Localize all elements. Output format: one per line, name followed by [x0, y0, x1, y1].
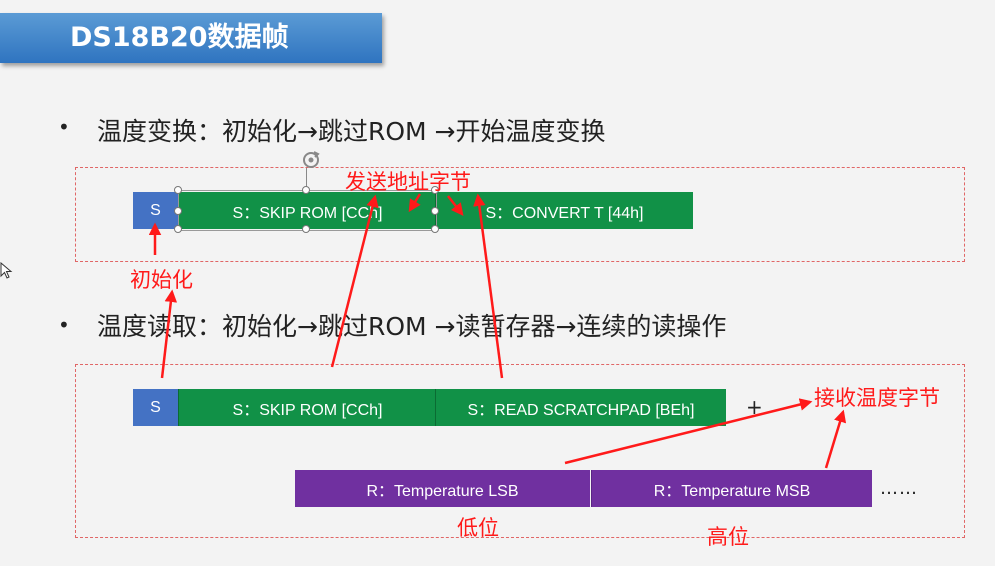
- resize-handle-n[interactable]: [302, 186, 310, 194]
- annotation-init: 初始化: [130, 268, 193, 292]
- arrow-lsb-to-receive: [564, 398, 813, 465]
- frame-temp-lsb: R：Temperature LSB: [295, 470, 590, 507]
- frame-read-scratchpad: S：READ SCRATCHPAD [BEh]: [435, 389, 726, 426]
- annotation-low: 低位: [457, 516, 499, 540]
- bullet-2-dot: •: [58, 313, 70, 337]
- resize-handle-s[interactable]: [302, 225, 310, 233]
- arrow-msb-to-receive: [824, 409, 847, 469]
- frame-start-2: S: [133, 389, 178, 426]
- bullet-1-dot: •: [58, 115, 70, 139]
- frame-convert-t: S：CONVERT T [44h]: [435, 192, 693, 229]
- rotate-stem: [306, 168, 307, 190]
- plus-sign: +: [746, 395, 763, 419]
- arrow-skip2-to-send: [330, 194, 379, 368]
- resize-handle-nw[interactable]: [174, 186, 182, 194]
- annotation-receive-temp: 接收温度字节: [814, 386, 940, 410]
- frame-skip-rom-2: S：SKIP ROM [CCh]: [178, 389, 436, 426]
- annotation-send-address: 发送地址字节: [345, 170, 471, 194]
- frame-skip-rom-1[interactable]: S：SKIP ROM [CCh]: [178, 192, 436, 229]
- arrow-s2-to-init: [160, 289, 178, 379]
- title-banner: DS18B20数据帧: [0, 13, 382, 63]
- slide-title: DS18B20数据帧: [70, 22, 289, 53]
- ellipsis: ……: [880, 478, 918, 499]
- frame-temp-msb: R：Temperature MSB: [591, 470, 872, 507]
- arrow-send-to-convert: [447, 195, 464, 216]
- resize-handle-sw[interactable]: [174, 225, 182, 233]
- resize-handle-ne[interactable]: [431, 186, 439, 194]
- rotate-handle-icon[interactable]: [300, 149, 322, 171]
- arrow-read-to-send: [473, 193, 504, 379]
- arrow-send-to-skip1: [408, 193, 422, 213]
- bullet-2-text: 温度读取：初始化→跳过ROM →读暂存器→连续的读操作: [97, 312, 727, 341]
- resize-handle-se[interactable]: [431, 225, 439, 233]
- mouse-cursor-icon: [0, 262, 13, 279]
- resize-handle-e[interactable]: [431, 207, 439, 215]
- frame-box-read: [75, 364, 965, 538]
- annotation-high: 高位: [707, 525, 749, 549]
- bullet-1-text: 温度变换：初始化→跳过ROM →开始温度变换: [97, 117, 606, 146]
- frame-box-convert: [75, 167, 965, 262]
- resize-handle-w[interactable]: [174, 207, 182, 215]
